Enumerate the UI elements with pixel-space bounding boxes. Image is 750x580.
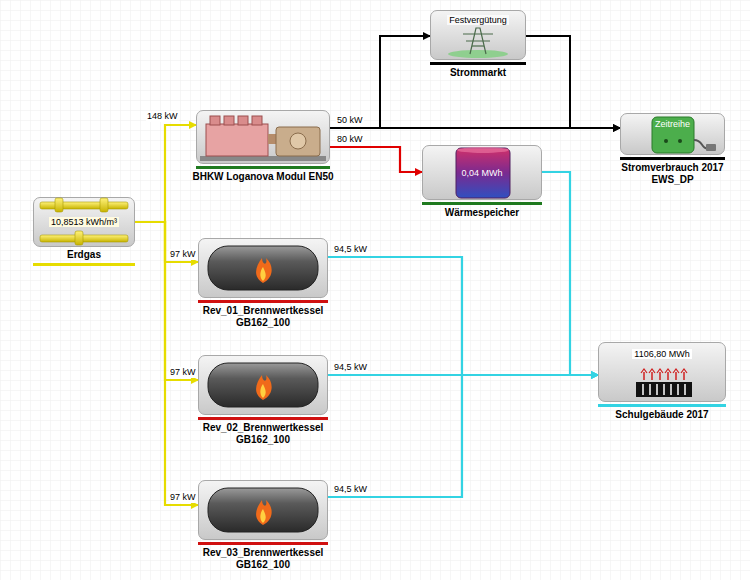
power-pylon (448, 28, 508, 58)
flow-label: 80 kW (336, 134, 364, 145)
component-node: Rev_01_Brennwertkessel GB162_100 (198, 238, 328, 329)
flow-label: 94,5 kW (333, 244, 368, 255)
flow-label: 97 kW (169, 249, 197, 260)
flow-connector (526, 36, 620, 128)
component-name: Wärmespeicher (417, 207, 547, 219)
gas-pipes (40, 198, 128, 245)
status-bar (33, 263, 135, 266)
component-icon: Zeitreihe (620, 113, 725, 155)
component-icon: Festvergütung (430, 10, 526, 60)
component-node: FestvergütungStrommarkt (430, 10, 526, 79)
value-text: 0,04 MWh (459, 168, 504, 178)
flow-connector (542, 172, 598, 375)
component-node: Rev_02_Brennwertkessel GB162_100 (198, 355, 328, 446)
flow-connector (135, 125, 196, 222)
power-socket (652, 117, 716, 153)
component-node: 1106,80 MWhSchulgebäude 2017 (598, 342, 726, 421)
value-holder: 1106,80 MWh (599, 349, 725, 360)
radiator-symbol (636, 369, 692, 397)
status-bar (598, 404, 726, 407)
component-name: Stromverbrauch 2017 EWS_DP (615, 162, 730, 186)
component-node: 0,04 MWhWärmespeicher (422, 145, 542, 219)
component-name: Strommarkt (425, 67, 531, 79)
flow-connector (330, 36, 430, 128)
status-bar (198, 417, 328, 420)
flow-label: 148 kW (146, 111, 179, 122)
component-icon (198, 355, 328, 415)
value-text: Festvergütung (447, 15, 509, 25)
component-icon: 0,04 MWh (422, 145, 542, 200)
flow-label: 94,5 kW (333, 362, 368, 373)
value-holder: Festvergütung (431, 15, 525, 26)
component-name: Rev_02_Brennwertkessel GB162_100 (193, 422, 333, 446)
flow-label: 94,5 kW (333, 484, 368, 495)
value-text: 1106,80 MWh (632, 349, 691, 359)
value-text: 10,8513 kWh/m³ (49, 217, 119, 227)
component-icon: 10,8513 kWh/m³ (33, 197, 135, 247)
flow-connector (135, 222, 198, 505)
component-name: Schulgebäude 2017 (593, 409, 731, 421)
component-node: BHKW Loganova Modul EN50 (196, 110, 330, 183)
component-icon (198, 238, 328, 298)
component-icon (196, 110, 330, 164)
component-icon: 1106,80 MWh (598, 342, 726, 402)
component-name: Erdgas (28, 249, 140, 261)
flow-connector (328, 375, 598, 497)
status-bar (620, 157, 725, 160)
component-name: Rev_01_Brennwertkessel GB162_100 (193, 305, 333, 329)
value-text: Zeitreihe (653, 119, 692, 129)
flow-connector (135, 222, 198, 262)
component-node: 10,8513 kWh/m³Erdgas (33, 197, 135, 266)
flow-label: 97 kW (169, 367, 197, 378)
component-node: Rev_03_Brennwertkessel GB162_100 (198, 480, 328, 571)
value-holder: 0,04 MWh (423, 168, 541, 179)
flow-connector (135, 222, 198, 380)
value-holder: 10,8513 kWh/m³ (34, 217, 134, 228)
value-holder: Zeitreihe (621, 119, 724, 130)
status-bar (198, 542, 328, 545)
flow-label: 50 kW (336, 115, 364, 126)
flow-label: 97 kW (169, 492, 197, 503)
boiler-cylinders (208, 246, 318, 532)
flow-connector (330, 147, 422, 172)
component-node: ZeitreiheStromverbrauch 2017 EWS_DP (620, 113, 725, 186)
storage-tank (456, 147, 510, 198)
status-bar (196, 166, 330, 169)
component-icon (198, 480, 328, 540)
status-bar (430, 62, 526, 65)
component-name: Rev_03_Brennwertkessel GB162_100 (193, 547, 333, 571)
flow-connector (328, 257, 598, 375)
component-name: BHKW Loganova Modul EN50 (191, 171, 335, 183)
status-bar (422, 202, 542, 205)
status-bar (198, 300, 328, 303)
chp-engine (200, 116, 326, 161)
